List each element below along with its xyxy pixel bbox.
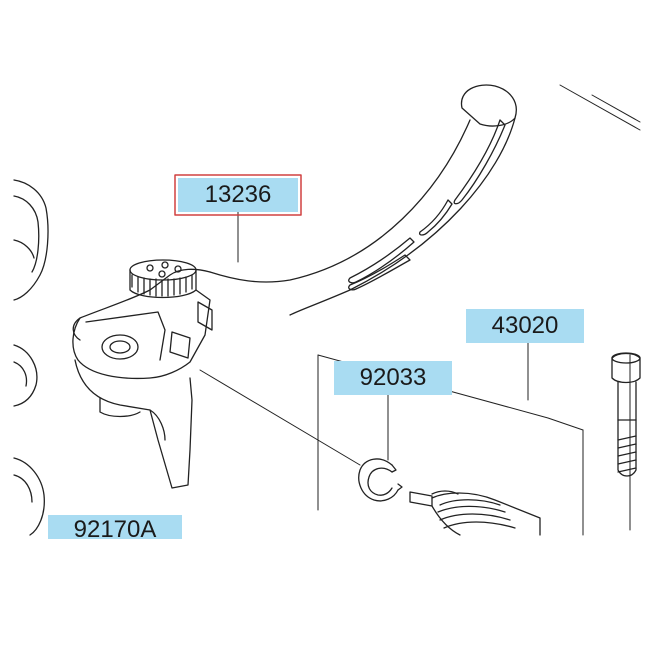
- lever-part-13236: [72, 84, 517, 489]
- left-fragments: [13, 179, 49, 536]
- leader-lines: [199, 211, 529, 466]
- part-label-43020[interactable]: 43020: [466, 309, 584, 343]
- part-label-92033[interactable]: 92033: [334, 361, 452, 395]
- part-label-13236[interactable]: 13236: [178, 178, 298, 212]
- circlip-part-92033: [358, 458, 403, 502]
- selection-highlight: [174, 174, 302, 216]
- part-label-92170a[interactable]: 92170A: [48, 515, 182, 539]
- bolt: [611, 352, 641, 477]
- pushrod-assembly: [409, 490, 541, 536]
